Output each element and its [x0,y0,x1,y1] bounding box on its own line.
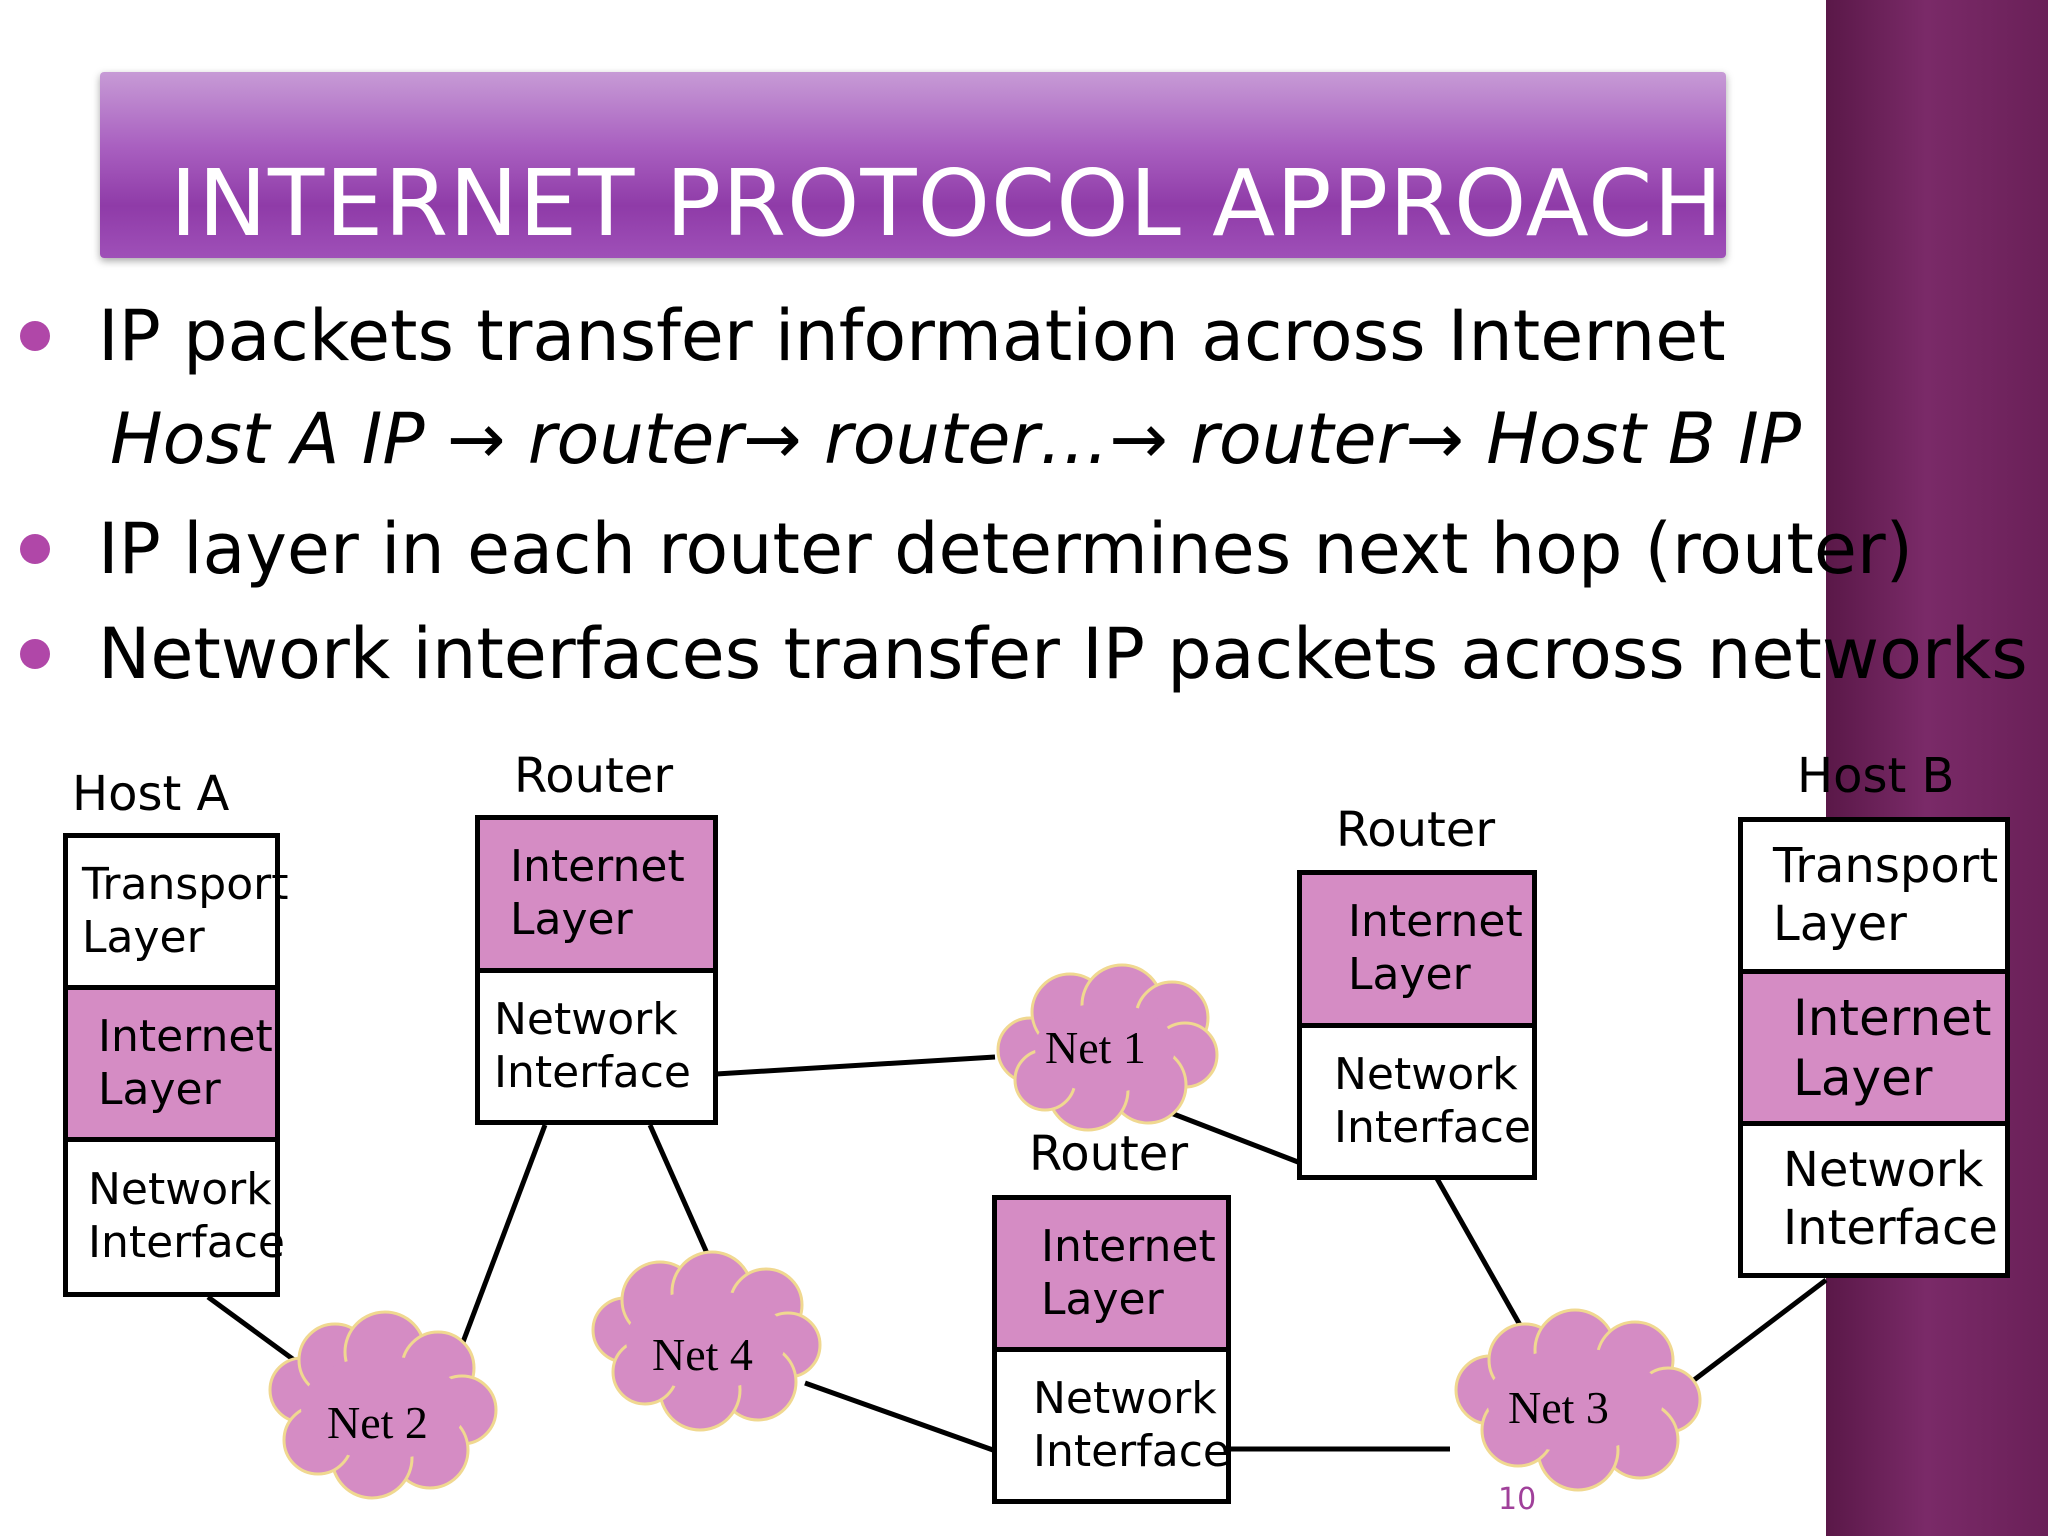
bullet-icon [20,639,50,669]
slide-title: INTERNET PROTOCOL APPROACH [170,150,1724,257]
host-a-label: Host A [72,766,230,822]
net4-cloud [591,1250,822,1432]
bullet-text: IP packets transfer information across I… [98,295,1726,377]
link-net3-hostb [1692,1278,1828,1382]
net3-cloud [1454,1308,1702,1492]
title-banner: INTERNET PROTOCOL APPROACH [100,72,1726,258]
bullet-icon [20,534,50,564]
net4-label: Net 4 [652,1329,753,1380]
net3-label: Net 3 [1508,1382,1609,1433]
link-router1-net2 [457,1124,548,1351]
link-router2-net3 [1432,1173,1536,1350]
net1-label: Net 1 [1045,1022,1146,1073]
bullet-text: IP layer in each router determines next … [98,508,1913,590]
host-b-label: Host B [1797,748,1955,804]
path-subline: Host A IP → router→ router…→ router→ Hos… [110,398,1802,480]
bullet-icon [20,321,50,351]
router-1-label: Router [514,748,674,804]
page-number: 10 [1498,1482,1537,1517]
router-2-label: Router [1336,802,1496,858]
router-3-label: Router [1029,1126,1189,1182]
bullet-text: Network interfaces transfer IP packets a… [98,613,2028,695]
bullet-item: Network interfaces transfer IP packets a… [20,613,2028,695]
link-net1-router2 [1157,1105,1299,1165]
right-decorative-band [1826,0,2048,1536]
link-net4-router3 [804,1380,994,1453]
net2-label: Net 2 [327,1397,428,1448]
net2-cloud [268,1310,498,1500]
link-hosta-net2 [206,1294,307,1371]
net1-cloud [996,963,1219,1132]
link-router1-net1 [715,1054,996,1077]
bullet-item: IP packets transfer information across I… [20,295,1726,377]
bullet-item: IP layer in each router determines next … [20,508,1913,590]
